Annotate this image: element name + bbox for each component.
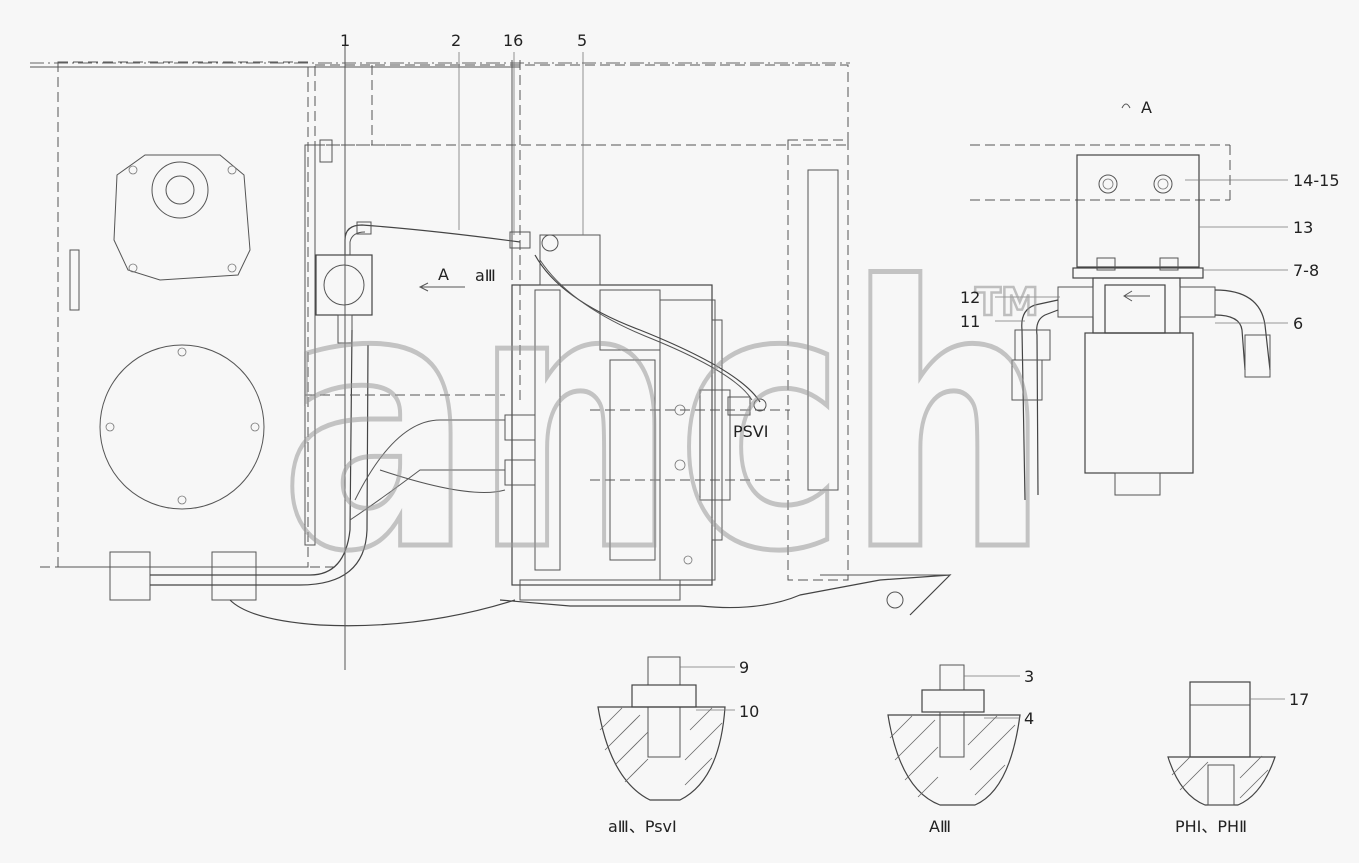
view-a-title: A	[1141, 98, 1152, 117]
callout-16: 16	[503, 31, 523, 50]
callout-5: 5	[577, 31, 587, 50]
caption-detail-ph: PHⅠ、PHⅡ	[1175, 817, 1247, 836]
callout-1: 1	[340, 31, 350, 50]
callout-9: 9	[739, 658, 749, 677]
caption-detail-a3: AⅢ	[929, 817, 951, 836]
main-assembly-view	[30, 45, 952, 670]
callout-17: 17	[1289, 690, 1309, 709]
callout-6: 6	[1293, 314, 1303, 333]
detail-a3-psv1	[597, 656, 726, 801]
detail-a3	[887, 664, 1021, 806]
leader-lines	[458, 52, 1288, 719]
port-a3-label: aⅢ	[475, 266, 496, 285]
callout-10: 10	[739, 702, 759, 721]
callout-3: 3	[1024, 667, 1034, 686]
detail-ph1-ph2	[1167, 681, 1276, 806]
callout-2: 2	[451, 31, 461, 50]
watermark-logo: anch	[280, 211, 1050, 630]
view-a-arrow-label: A	[438, 265, 449, 284]
callout-7-8: 7-8	[1293, 261, 1319, 280]
callout-4: 4	[1024, 709, 1034, 728]
callout-14-15: 14-15	[1293, 171, 1340, 190]
view-a-filter-assembly	[970, 103, 1271, 501]
callout-11: 11	[960, 312, 980, 331]
caption-detail-a3-psv1: aⅢ、PsvⅠ	[608, 817, 677, 836]
watermark-trademark: TM	[975, 280, 1039, 324]
callout-12: 12	[960, 288, 980, 307]
callout-13: 13	[1293, 218, 1313, 237]
port-psv1-label: PSVⅠ	[733, 422, 768, 441]
